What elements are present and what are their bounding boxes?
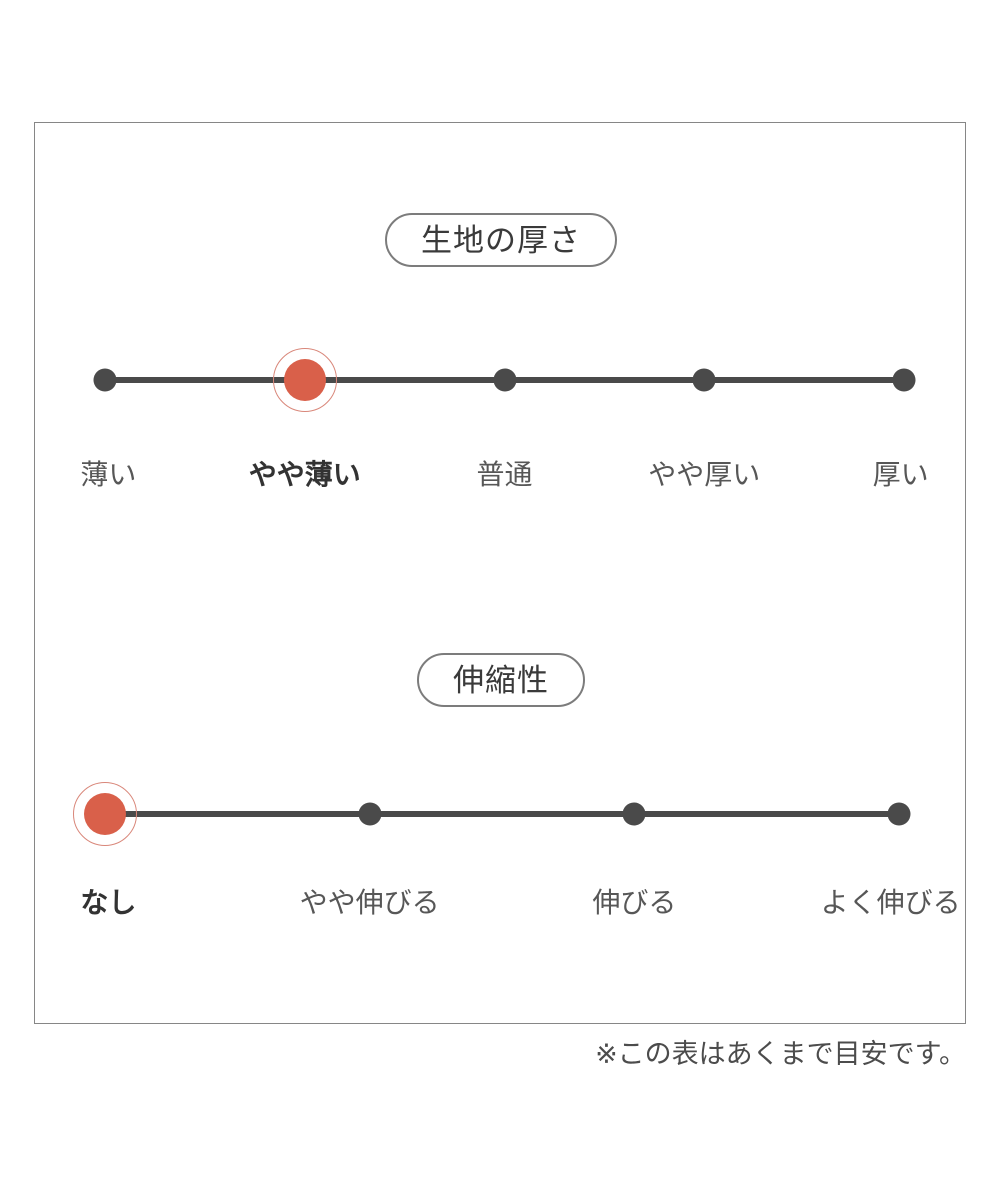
scale-track-stretch: [105, 811, 904, 817]
scale-node-fabric-thickness-0[interactable]: [93, 368, 117, 392]
fabric-spec-panel: 生地の厚さ 薄い やや薄い 普通 やや厚い 厚い 伸縮性 なし やや伸びる 伸び…: [34, 122, 966, 1024]
scale-node-stretch-2[interactable]: [622, 802, 646, 826]
scale-label-stretch-3: よく伸びる: [820, 887, 961, 918]
section-heading-fabric-thickness: 生地の厚さ: [35, 213, 967, 267]
scale-node-fabric-thickness-4[interactable]: [892, 368, 916, 392]
heading-pill-fabric-thickness: 生地の厚さ: [385, 213, 617, 267]
footnote-disclaimer: ※この表はあくまで目安です。: [595, 1039, 966, 1069]
heading-label-fabric-thickness: 生地の厚さ: [421, 222, 581, 258]
scale-label-fabric-thickness-1: やや薄い: [248, 459, 361, 490]
scale-node-fabric-thickness-1-selected[interactable]: [283, 359, 326, 401]
scale-label-fabric-thickness-4: 厚い: [872, 459, 929, 490]
heading-label-stretch: 伸縮性: [453, 662, 549, 698]
scale-label-stretch-0: なし: [80, 887, 137, 918]
scale-label-fabric-thickness-2: 普通: [476, 459, 533, 490]
scale-label-stretch-1: やや伸びる: [299, 887, 440, 918]
scale-node-fabric-thickness-3[interactable]: [692, 368, 716, 392]
scale-node-stretch-1[interactable]: [358, 802, 382, 826]
scale-label-fabric-thickness-0: 薄い: [80, 459, 137, 490]
scale-node-stretch-3[interactable]: [887, 802, 911, 826]
scale-label-stretch-2: 伸びる: [592, 887, 677, 918]
section-heading-stretch: 伸縮性: [35, 653, 967, 707]
scale-node-fabric-thickness-2[interactable]: [493, 368, 516, 392]
scale-label-fabric-thickness-3: やや厚い: [648, 459, 761, 490]
scale-node-stretch-0-selected[interactable]: [84, 793, 126, 835]
heading-pill-stretch: 伸縮性: [417, 653, 585, 707]
